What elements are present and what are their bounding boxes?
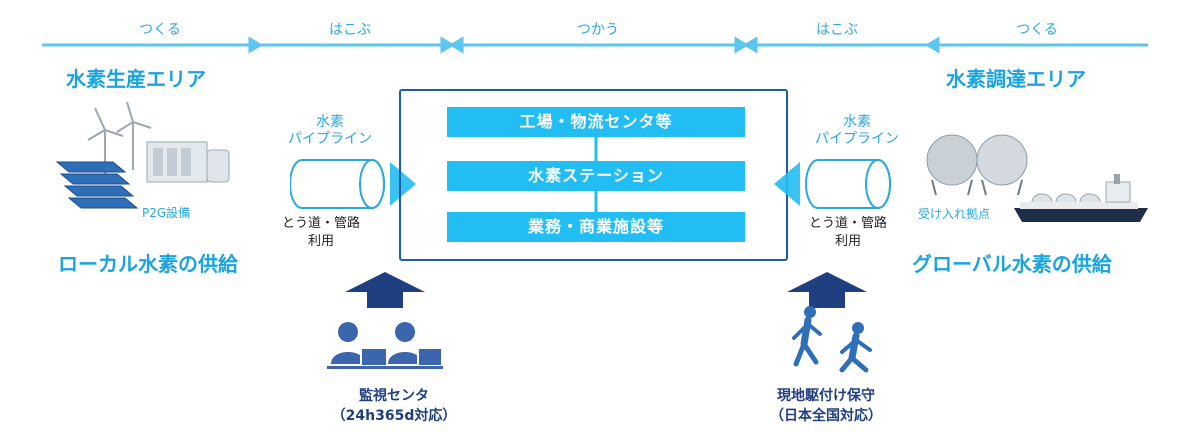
p2g-facility-illustration bbox=[55, 101, 230, 209]
supply-title-local: ローカル水素の供給 bbox=[58, 252, 238, 276]
flow-arrow-right-icon bbox=[390, 162, 416, 206]
use-box-factory: 工場・物流センタ等 bbox=[447, 107, 745, 137]
pipeline-label-line2: パイプライン bbox=[288, 131, 372, 147]
stage-label-use: つかう bbox=[577, 22, 619, 38]
pipeline-use-left: とう道・管路 利用 bbox=[271, 215, 371, 251]
pipeline-label-right: 水素 パイプライン bbox=[802, 114, 912, 148]
p2g-label: P2G設備 bbox=[142, 206, 191, 220]
electrolyzer-icon bbox=[146, 141, 230, 183]
monitoring-line1: 監視センタ bbox=[359, 388, 429, 404]
pipeline-left-icon bbox=[290, 159, 416, 209]
stage-label-make-left: つくる bbox=[139, 22, 181, 38]
spherical-tank-icon bbox=[926, 134, 1028, 196]
pipeline-use-right: とう道・管路 利用 bbox=[798, 215, 898, 251]
arrow-right-icon bbox=[248, 36, 263, 54]
stage-label-make-right: つくる bbox=[1016, 22, 1058, 38]
monitoring-line2: （24h365d対応） bbox=[331, 408, 457, 424]
use-box-station: 水素ステーション bbox=[447, 161, 745, 191]
pipeline-label-line1: 水素 bbox=[316, 114, 344, 130]
pipeline-label-left: 水素 パイプライン bbox=[275, 114, 385, 148]
supply-title-global: グローバル水素の供給 bbox=[912, 252, 1112, 276]
field-line1: 現地駆付け保守 bbox=[777, 388, 875, 404]
import-terminal-illustration bbox=[926, 134, 1148, 222]
area-title-procurement: 水素調達エリア bbox=[946, 67, 1086, 91]
flow-arrow-left-icon bbox=[774, 162, 800, 206]
pipeline-use-line1: とう道・管路 bbox=[281, 216, 360, 231]
up-arrow-field-icon bbox=[787, 272, 867, 308]
operator-icon bbox=[327, 322, 443, 369]
stage-label-carry-right: はこぶ bbox=[816, 22, 858, 38]
area-title-production: 水素生産エリア bbox=[66, 67, 206, 91]
arrow-right-icon bbox=[734, 36, 749, 54]
field-maintenance-label: 現地駆付け保守 （日本全国対応） bbox=[736, 386, 916, 426]
pipeline-label-line1: 水素 bbox=[843, 114, 871, 130]
arrow-right-icon bbox=[440, 36, 455, 54]
walking-person-icon bbox=[792, 306, 872, 373]
monitoring-center-label: 監視センタ （24h365d対応） bbox=[304, 386, 484, 426]
stage-label-carry-left: はこぶ bbox=[329, 22, 371, 38]
field-line2: （日本全国対応） bbox=[770, 408, 882, 424]
stage-timeline bbox=[42, 36, 1148, 54]
solar-panel-icon bbox=[55, 161, 139, 209]
lng-ship-icon bbox=[1014, 174, 1148, 222]
pipeline-right-icon bbox=[774, 159, 891, 209]
pipeline-use-line1: とう道・管路 bbox=[808, 216, 887, 231]
pipeline-use-line2: 利用 bbox=[307, 234, 334, 249]
up-arrow-monitoring-icon bbox=[345, 272, 425, 308]
use-box-commercial: 業務・商業施設等 bbox=[447, 212, 745, 242]
pipeline-use-line2: 利用 bbox=[834, 234, 861, 249]
terminal-label: 受け入れ拠点 bbox=[918, 207, 991, 221]
pipeline-label-line2: パイプライン bbox=[815, 131, 899, 147]
